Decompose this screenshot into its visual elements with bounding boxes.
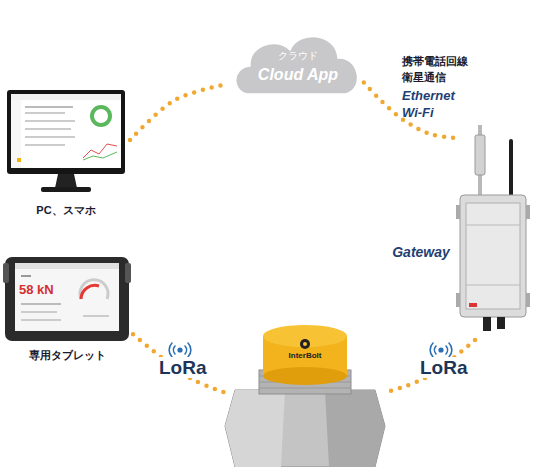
device-label: PC、スマホ <box>5 204 127 216</box>
tablet-device: 58 kN 専用タブレット <box>3 255 133 365</box>
network-label: Wi-Fi <box>402 106 434 120</box>
node-outline <box>3 255 133 365</box>
dotted-connector <box>130 84 228 140</box>
signal-icon <box>169 343 191 357</box>
pc-monitor: PC、スマホ <box>5 88 130 218</box>
node-outline <box>385 125 534 340</box>
device-label: 専用タブレット <box>3 349 131 361</box>
cloud-shape: クラウド Cloud App <box>228 28 368 98</box>
network-label: 衛星通信 <box>402 71 446 83</box>
node-outline <box>5 88 130 218</box>
dotted-connector <box>133 334 225 392</box>
dotted-connector <box>364 83 456 138</box>
sensor-bolt: InterBolt <box>225 318 385 467</box>
node-outline <box>228 28 368 98</box>
dotted-connector <box>385 340 475 393</box>
connector-label: LoRa <box>157 357 209 378</box>
gateway-device: Gateway <box>385 125 534 340</box>
screen-value: 58 kN <box>19 283 79 297</box>
cloud-title: Cloud App <box>228 66 368 84</box>
cloud-subtitle: クラウド <box>228 50 368 61</box>
gateway-label: Gateway <box>385 245 457 260</box>
node-outline <box>225 318 385 467</box>
network-label: 携帯電話回線 <box>402 55 468 67</box>
brand-label: InterBolt <box>265 352 345 361</box>
signal-icon <box>430 343 452 357</box>
connector-label: LoRa <box>418 357 470 378</box>
network-label: Ethernet <box>402 89 455 103</box>
